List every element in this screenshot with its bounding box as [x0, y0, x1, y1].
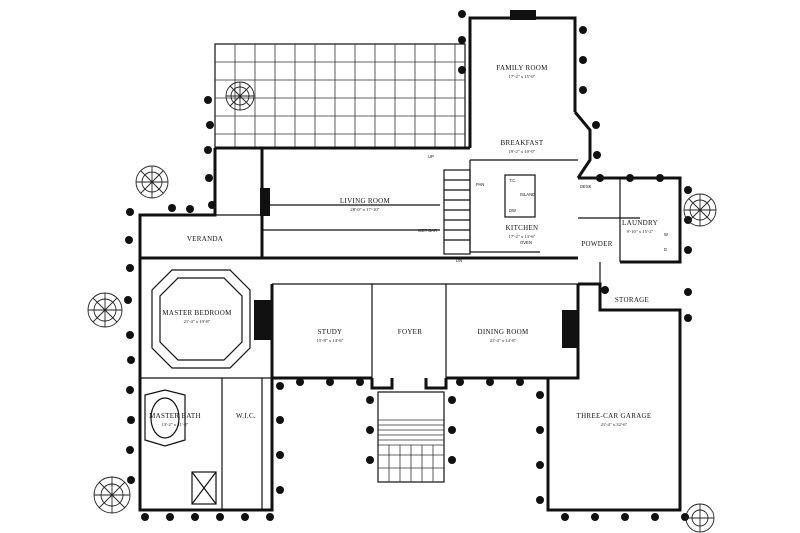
tree-se: [685, 503, 715, 533]
label-oven: OVEN: [520, 240, 532, 245]
dims-breakfast: 19'-2" x 10'-0": [509, 149, 536, 154]
label-wet-bar: WET BAR: [418, 228, 437, 233]
label-up: UP: [428, 154, 434, 159]
label-wic: W.I.C.: [236, 412, 256, 420]
tree-nw: [225, 81, 255, 111]
label-foyer: FOYER: [398, 328, 422, 336]
label-powder: POWDER: [581, 240, 612, 248]
tree-sw: [93, 476, 131, 514]
label-desk: DESK: [580, 184, 592, 189]
fireplaces: [254, 10, 578, 348]
label-dw: DW: [509, 208, 516, 213]
tree-w2: [87, 292, 123, 328]
dims-master-bath: 13'-2" x 21'-8": [162, 422, 189, 427]
label-master-bath: MASTER BATH: [149, 412, 201, 420]
hedges: [124, 10, 692, 521]
label-family-room: FAMILY ROOM: [496, 64, 548, 72]
label-dining-room: DINING ROOM: [478, 328, 529, 336]
dims-laundry: 9'-10" x 15'-2": [627, 229, 654, 234]
terrace-grid: [214, 43, 466, 149]
label-veranda: VERANDA: [187, 235, 223, 243]
label-kitchen: KITCHEN: [506, 224, 539, 232]
label-washer: W: [664, 232, 668, 237]
label-dryer: D: [664, 247, 667, 252]
tree-e: [683, 193, 717, 227]
label-laundry: LAUNDRY: [622, 219, 658, 227]
entry-steps: [377, 391, 445, 483]
label-garage: THREE-CAR GARAGE: [577, 412, 652, 420]
trees: [87, 81, 717, 533]
label-tc: T.C.: [509, 178, 516, 183]
room-labels: FAMILY ROOM 17'-2" x 15'-0" BREAKFAST 19…: [149, 64, 658, 427]
walls: [138, 16, 682, 512]
label-storage: STORAGE: [615, 296, 649, 304]
label-breakfast: BREAKFAST: [500, 139, 543, 147]
label-master-bedroom: MASTER BEDROOM: [162, 309, 232, 317]
label-study: STUDY: [318, 328, 343, 336]
dims-dining-room: 21'-4" x 14'-8": [490, 338, 517, 343]
dims-master-bedroom: 21'-4" x 19'-8": [184, 319, 211, 324]
fixture-labels: UP DN WET BAR ISLAND DESK OVEN PAN T.C. …: [418, 154, 668, 263]
label-dn: DN: [456, 258, 462, 263]
dims-living-room: 28'-0" x 17'-10": [350, 207, 379, 212]
label-island: ISLAND: [520, 192, 535, 197]
dims-family-room: 17'-2" x 15'-0": [509, 74, 536, 79]
dims-garage: 21'-4" x 32'-6": [601, 422, 628, 427]
dims-kitchen: 17'-2" x 13'-6": [509, 234, 536, 239]
bathtub: [144, 389, 217, 505]
label-living-room: LIVING ROOM: [340, 197, 391, 205]
master-bedroom-ceiling: [151, 269, 251, 369]
stair: [443, 169, 471, 255]
tree-w1: [135, 165, 169, 199]
label-pantry: PAN: [476, 182, 484, 187]
dims-study: 15'-8" x 14'-6": [317, 338, 344, 343]
